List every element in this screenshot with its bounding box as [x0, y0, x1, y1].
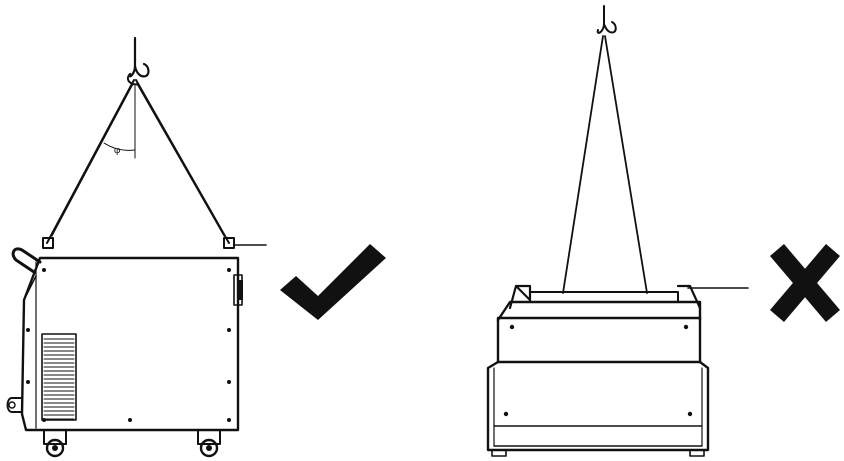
panel-incorrect-lift [486, 5, 749, 457]
sling-left-pair [46, 79, 230, 244]
sling-angle-indicator: φ [103, 85, 136, 159]
panel-correct-lift: φ [6, 36, 267, 458]
rivets-left [26, 268, 231, 422]
checkmark-icon [280, 244, 386, 320]
crane-hook-left [126, 36, 150, 86]
front-connector [6, 397, 23, 413]
machine-front-view [486, 284, 710, 457]
machine-handle [11, 247, 42, 274]
lifting-eye-front [42, 237, 54, 249]
machine-side-view [20, 256, 243, 432]
crane-hook-right [596, 5, 617, 34]
rivets-right [503, 324, 693, 417]
lifting-eye-rear [223, 237, 235, 249]
wheels-left [43, 429, 221, 458]
cross-icon [770, 244, 840, 322]
sling-right-pair [562, 35, 648, 294]
angle-phi-label: φ [114, 146, 120, 156]
ventilation-grille [41, 333, 77, 421]
